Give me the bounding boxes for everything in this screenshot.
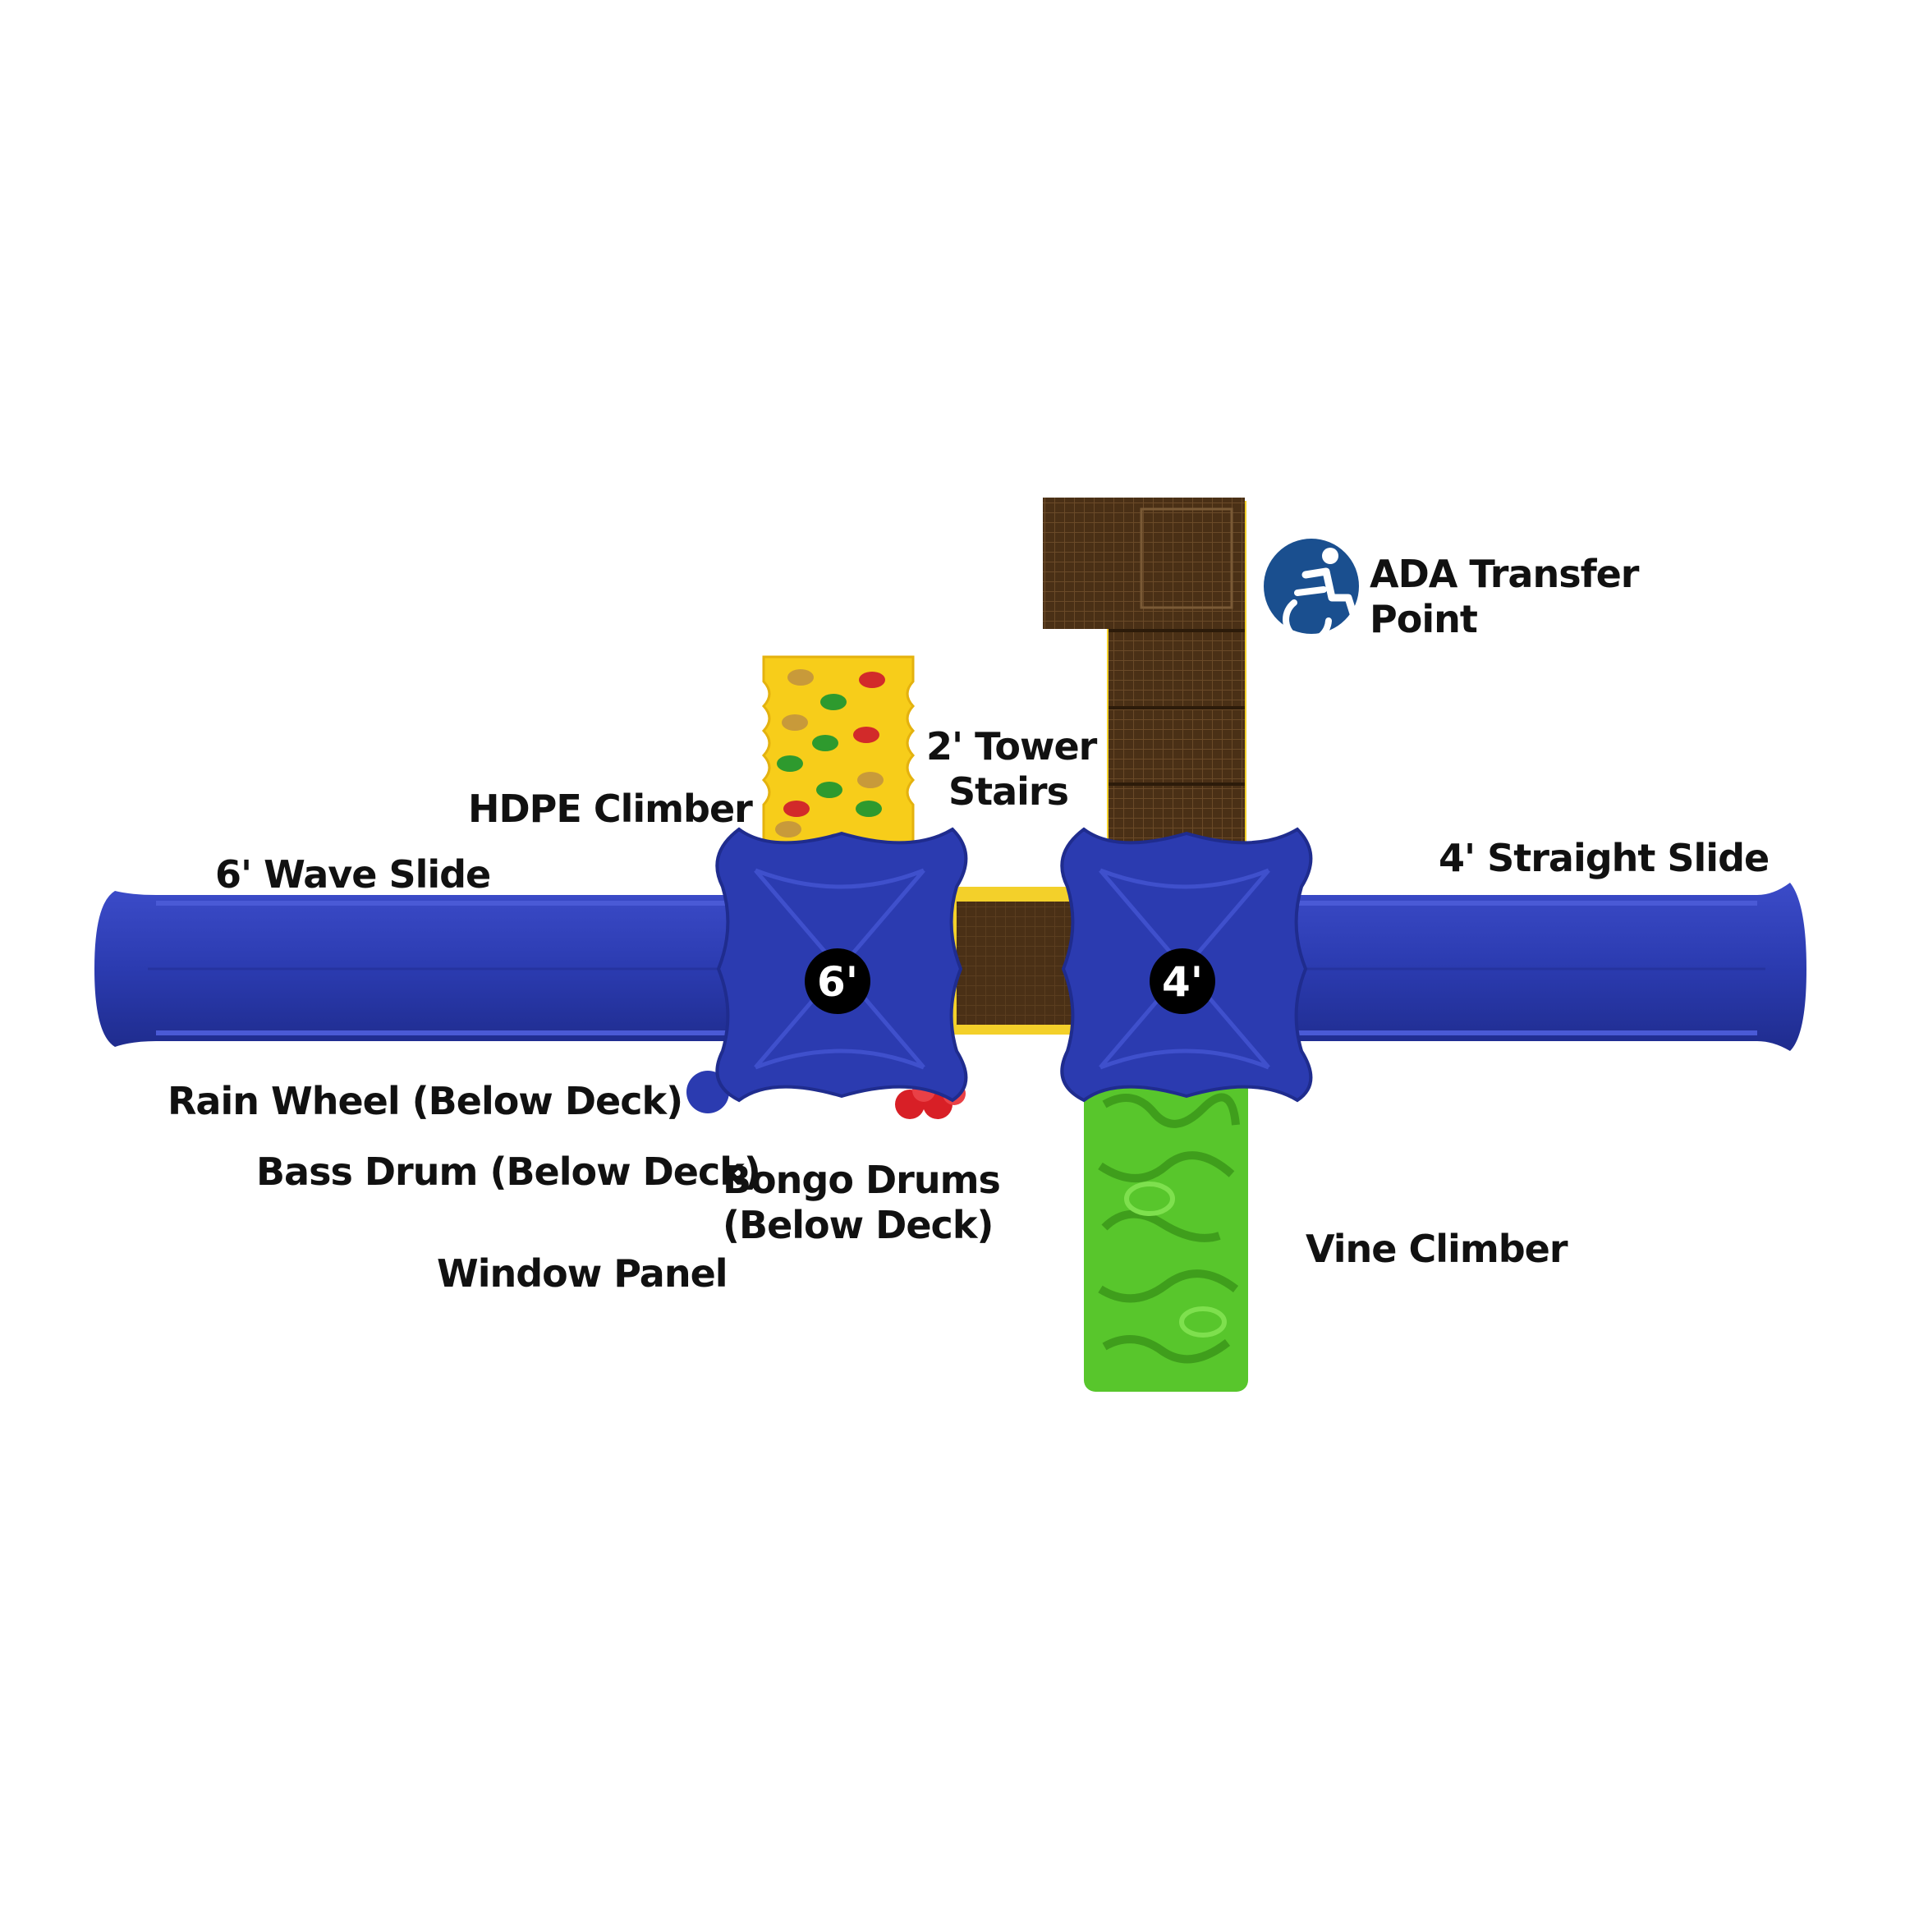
label-rain-wheel: Rain Wheel (Below Deck) [168,1079,683,1123]
wheelchair-accessible-icon [1264,539,1361,645]
straight-slide [1232,883,1806,1051]
label-window-panel: Window Panel [437,1251,728,1296]
hdpe-climber [761,655,916,864]
wave-slide [94,891,780,1047]
vine-climber [1084,1067,1248,1392]
connecting-deck [953,887,1076,1035]
label-bongo-drums: Bongo Drums(Below Deck) [723,1158,1001,1248]
deck-4ft [1060,827,1313,1103]
deck-6ft-height: 6' [817,958,858,1006]
deck-6ft [715,827,968,1103]
label-hdpe-climber: HDPE Climber [468,787,753,831]
label-straight-slide: 4' Straight Slide [1439,836,1770,880]
deck-4ft-height: 4' [1162,958,1203,1006]
label-vine-climber: Vine Climber [1306,1227,1568,1271]
label-wave-slide: 6' Wave Slide [215,852,491,897]
label-bass-drum: Bass Drum (Below Deck) [256,1150,761,1194]
